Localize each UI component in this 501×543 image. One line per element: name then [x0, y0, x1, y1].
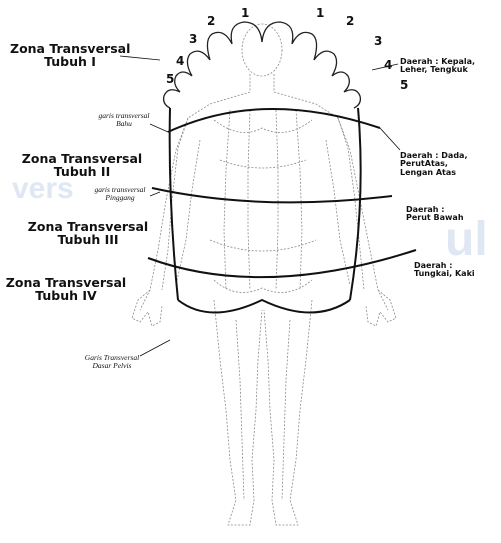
- transversal-line-pelvis: [148, 250, 416, 277]
- toe-number-left-4: 4: [176, 54, 184, 68]
- region-label-3-line2: Perut Bawah: [406, 214, 464, 222]
- left-leg-outline: [214, 300, 262, 525]
- zone-outline-left: [170, 108, 178, 300]
- zone-outline-right: [350, 108, 361, 300]
- toe-number-right-2: 2: [346, 14, 354, 28]
- head-outline: [242, 24, 282, 76]
- zone-label-2: Zona Transversal Tubuh II: [18, 152, 146, 178]
- right-hand-outline: [366, 290, 396, 326]
- zone-label-4: Zona Transversal Tubuh IV: [2, 276, 130, 302]
- right-toes-outline: [262, 22, 360, 108]
- annotation-pelvis: Garis Transversal Dasar Pelvis: [70, 354, 154, 370]
- toe-number-left-5: 5: [166, 72, 174, 86]
- left-hand-outline: [132, 290, 162, 326]
- toe-number-left-3: 3: [189, 32, 197, 46]
- toe-number-right-3: 3: [374, 34, 382, 48]
- region-label-2-line3: Lengan Atas: [400, 169, 467, 177]
- zone-label-2-line2: Tubuh II: [18, 165, 146, 178]
- annotation-bahu: garis transversal Bahu: [84, 112, 164, 128]
- toe-number-right-5: 5: [400, 78, 408, 92]
- region-label-4-line2: Tungkai, Kaki: [414, 270, 475, 278]
- meridian-lines: [224, 110, 302, 500]
- right-arm-outline: [326, 118, 388, 310]
- toe-number-left-1: 1: [241, 6, 249, 20]
- region-label-1-line2: Leher, Tengkuk: [400, 66, 475, 74]
- toe-number-right-4: 4: [384, 58, 392, 72]
- right-leg-outline: [264, 300, 312, 525]
- pelvis-outline: [210, 240, 316, 293]
- annotation-pinggang: garis transversal Pinggang: [78, 186, 162, 202]
- chest-muscle-lines: [214, 120, 312, 168]
- toe-number-left-2: 2: [207, 14, 215, 28]
- annotation-bahu-line2: Bahu: [84, 120, 164, 128]
- transversal-line-bahu: [168, 109, 380, 132]
- zone-label-3-line2: Tubuh III: [24, 233, 152, 246]
- annotation-pinggang-line2: Pinggang: [78, 194, 162, 202]
- torso-outline: [162, 74, 364, 290]
- zone-label-1-line2: Tubuh I: [10, 55, 130, 68]
- region-label-3: Daerah : Perut Bawah: [406, 206, 464, 223]
- region-label-2: Daerah : Dada, PerutAtas, Lengan Atas: [400, 152, 467, 177]
- annotation-pelvis-line2: Dasar Pelvis: [70, 362, 154, 370]
- transversal-line-pinggang: [152, 188, 392, 202]
- zone-label-4-line2: Tubuh IV: [2, 289, 130, 302]
- zone-label-1: Zona Transversal Tubuh I: [10, 42, 130, 68]
- zone-label-3: Zona Transversal Tubuh III: [24, 220, 152, 246]
- toe-number-right-1: 1: [316, 6, 324, 20]
- leader-region2: [380, 128, 400, 150]
- region-label-4: Daerah : Tungkai, Kaki: [414, 262, 475, 279]
- region-label-1: Daerah : Kepala, Leher, Tengkuk: [400, 58, 475, 75]
